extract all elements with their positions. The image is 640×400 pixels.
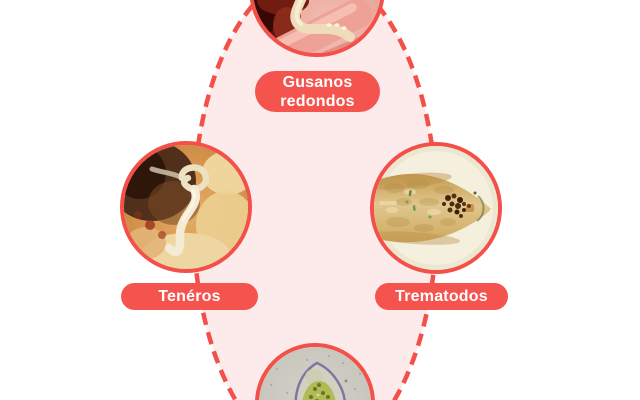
tapeworm-photo: [120, 141, 252, 273]
label-teneros: Tenéros: [121, 283, 258, 310]
label-gusanos-redondos: Gusanos redondos: [255, 71, 380, 112]
trematode-photo: [370, 142, 502, 274]
speckle-cluster: [442, 193, 471, 218]
label-trematodos: Trematodos: [375, 283, 508, 310]
